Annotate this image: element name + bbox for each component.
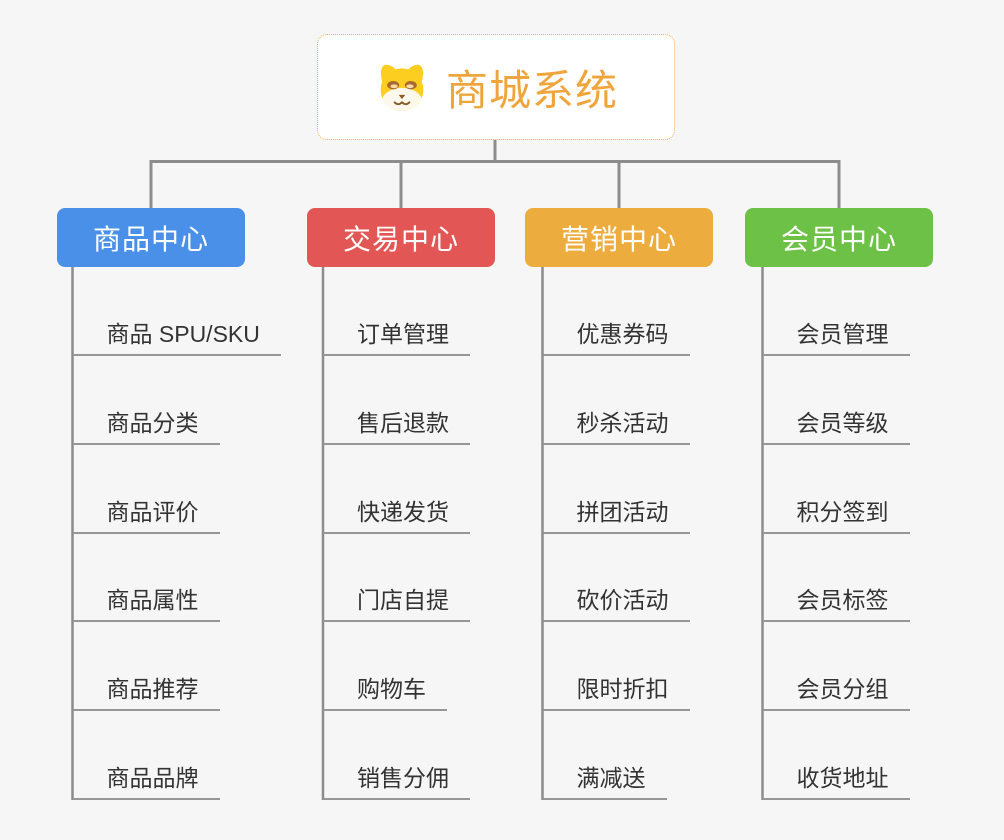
leaf-node[interactable]: 商品品牌 <box>72 758 220 800</box>
leaf-node[interactable]: 秒杀活动 <box>542 403 690 445</box>
leaf-node[interactable]: 销售分佣 <box>323 758 470 800</box>
leaf-node[interactable]: 商品分类 <box>72 403 220 445</box>
branch-label: 营销中心 <box>560 223 677 255</box>
branch-node-trade-center[interactable]: 交易中心 <box>307 208 495 267</box>
leaf-node[interactable]: 快递发货 <box>323 492 470 534</box>
dog-face-icon <box>380 64 424 112</box>
leaf-node[interactable]: 收货地址 <box>762 758 910 800</box>
leaf-node[interactable]: 限时折扣 <box>542 669 690 711</box>
leaf-node[interactable]: 会员分组 <box>762 669 910 711</box>
root-title: 商城系统 <box>445 66 618 114</box>
leaf-node[interactable]: 优惠券码 <box>542 314 690 356</box>
branch-label: 商品中心 <box>92 223 209 255</box>
leaf-node[interactable]: 门店自提 <box>323 580 470 622</box>
root-node[interactable]: 商城系统 <box>317 34 675 140</box>
branch-label: 会员中心 <box>780 223 897 255</box>
leaf-node[interactable]: 购物车 <box>323 669 447 711</box>
leaf-node[interactable]: 砍价活动 <box>542 580 690 622</box>
branch-node-marketing-center[interactable]: 营销中心 <box>525 208 713 267</box>
branch-node-product-center[interactable]: 商品中心 <box>57 208 245 267</box>
leaf-node[interactable]: 商品属性 <box>72 580 220 622</box>
leaf-node[interactable]: 会员标签 <box>762 580 910 622</box>
branch-node-member-center[interactable]: 会员中心 <box>745 208 933 267</box>
leaf-node[interactable]: 售后退款 <box>323 403 470 445</box>
leaf-node[interactable]: 会员管理 <box>762 314 910 356</box>
leaf-node[interactable]: 商品评价 <box>72 492 220 534</box>
branch-label: 交易中心 <box>342 223 459 255</box>
leaf-node[interactable]: 积分签到 <box>762 492 910 534</box>
leaf-node[interactable]: 订单管理 <box>323 314 470 356</box>
leaf-node[interactable]: 商品 SPU/SKU <box>72 314 281 356</box>
leaf-node[interactable]: 拼团活动 <box>542 492 690 534</box>
leaf-node[interactable]: 商品推荐 <box>72 669 220 711</box>
leaf-node[interactable]: 满减送 <box>542 758 667 800</box>
leaf-node[interactable]: 会员等级 <box>762 403 910 445</box>
